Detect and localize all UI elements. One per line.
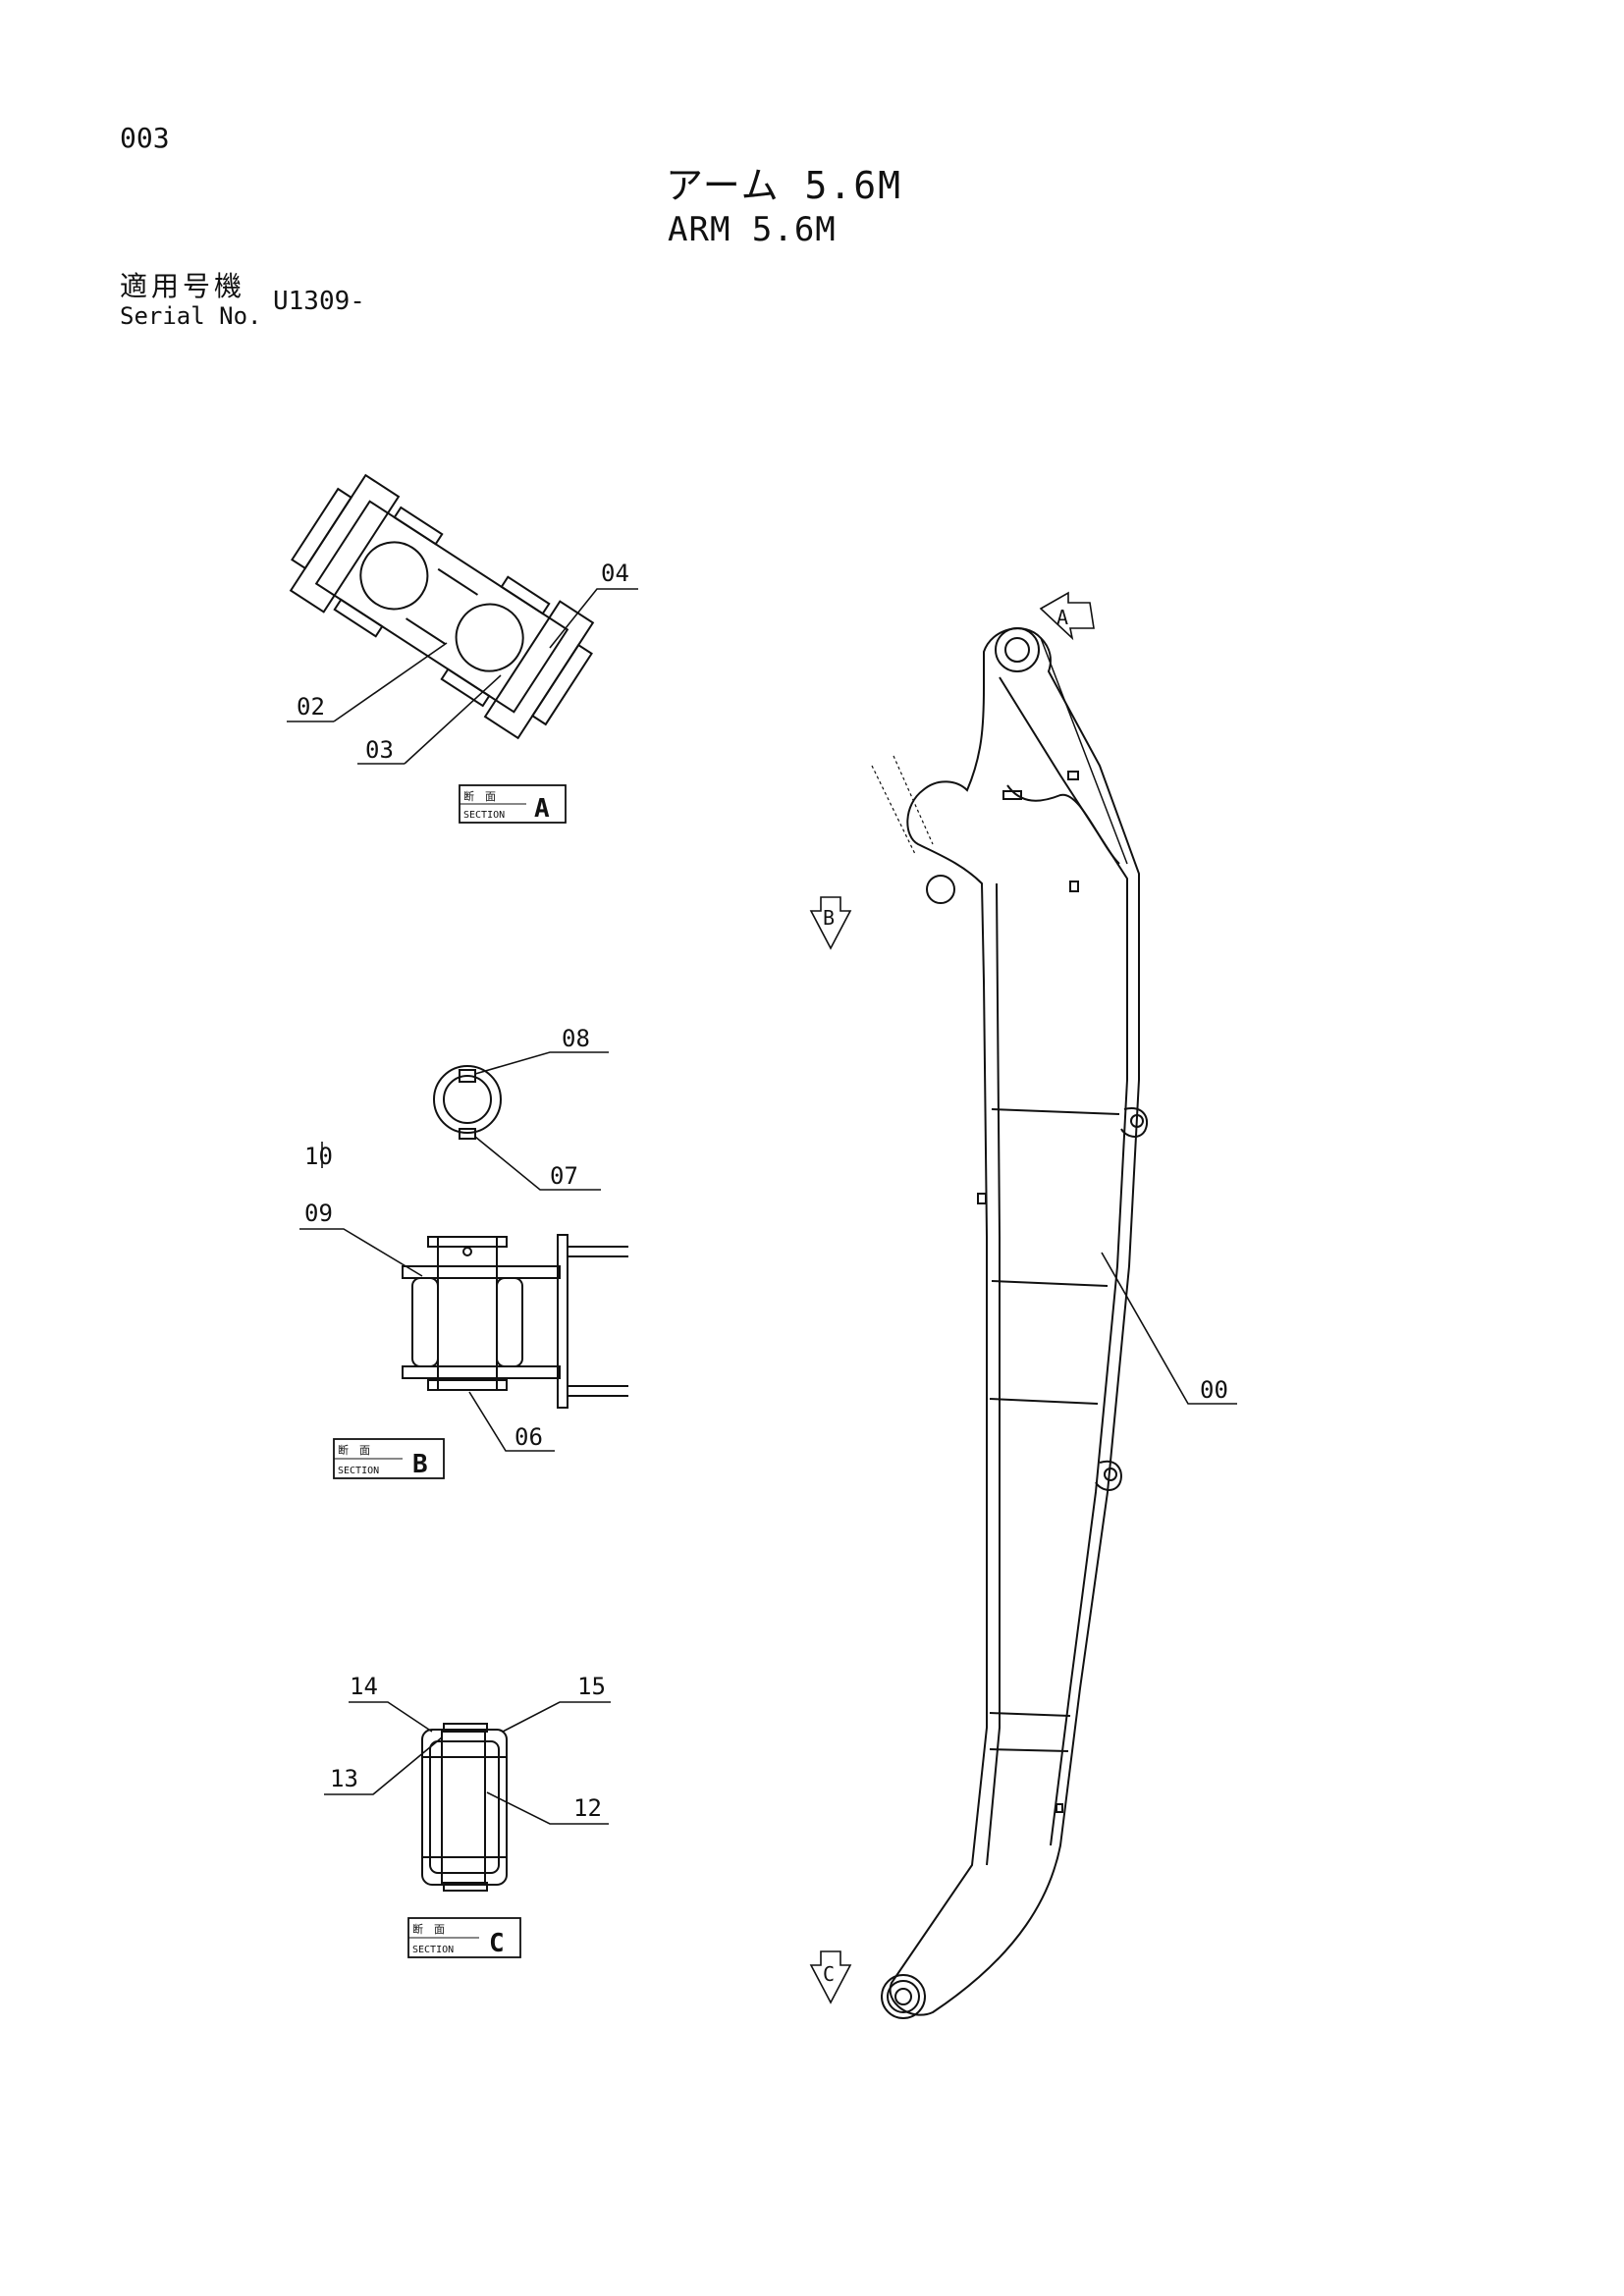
section-a-tag-en: SECTION xyxy=(463,810,505,821)
section-b-tag-jp: 断 面 xyxy=(338,1443,370,1457)
part-label-13: 13 xyxy=(330,1765,358,1792)
section-c-tag-jp: 断 面 xyxy=(412,1922,445,1936)
serial-value: U1309- xyxy=(273,287,365,316)
part-label-00: 00 xyxy=(1200,1376,1228,1404)
part-label-06: 06 xyxy=(514,1423,543,1451)
part-label-15: 15 xyxy=(577,1673,606,1700)
section-b-leaders xyxy=(299,1142,555,1452)
section-c-tag-en: SECTION xyxy=(412,1945,454,1955)
page-number: 003 xyxy=(120,122,170,154)
section-c-leaders xyxy=(324,1701,611,1825)
view-marker-b: B xyxy=(823,906,835,930)
part-00-leader xyxy=(1101,1252,1237,1405)
section-b-letter: B xyxy=(412,1450,428,1479)
section-a-tag-jp: 断 面 xyxy=(463,789,496,803)
section-c-detail xyxy=(421,1723,508,1892)
section-b-ring-leaders xyxy=(474,1051,609,1191)
view-arrow-icon xyxy=(1039,591,1095,641)
serial-label-japanese: 適用号機 xyxy=(120,270,246,302)
view-marker-a: A xyxy=(1056,606,1068,629)
arm-body xyxy=(871,627,1149,2019)
view-arrow-icon xyxy=(809,1950,852,2004)
section-a-letter: A xyxy=(534,794,550,824)
section-a-tag: 断 面 SECTION A xyxy=(459,784,567,824)
view-marker-c: C xyxy=(823,1962,835,1986)
part-label-14: 14 xyxy=(350,1673,378,1700)
part-label-04: 04 xyxy=(601,560,629,587)
title-japanese: アーム 5.6M xyxy=(666,164,902,207)
section-b-detail xyxy=(402,1234,628,1409)
part-label-12: 12 xyxy=(573,1794,602,1822)
part-label-03: 03 xyxy=(365,736,394,764)
title-english: ARM 5.6M xyxy=(668,210,837,249)
section-c-tag: 断 面 SECTION C xyxy=(407,1917,521,1958)
part-label-02: 02 xyxy=(297,693,325,721)
part-label-08: 08 xyxy=(562,1025,590,1052)
part-label-09: 09 xyxy=(304,1200,333,1227)
section-b-tag: 断 面 SECTION B xyxy=(333,1438,445,1479)
section-b-ring xyxy=(433,1065,502,1140)
section-c-letter: C xyxy=(489,1929,505,1958)
part-label-10: 10 xyxy=(304,1143,333,1170)
view-arrow-icon xyxy=(809,896,852,950)
section-a-leaders xyxy=(287,588,638,765)
serial-label-english: Serial No. xyxy=(120,302,262,330)
section-a-detail xyxy=(289,473,595,740)
part-label-07: 07 xyxy=(550,1162,578,1190)
section-b-tag-en: SECTION xyxy=(338,1466,379,1476)
